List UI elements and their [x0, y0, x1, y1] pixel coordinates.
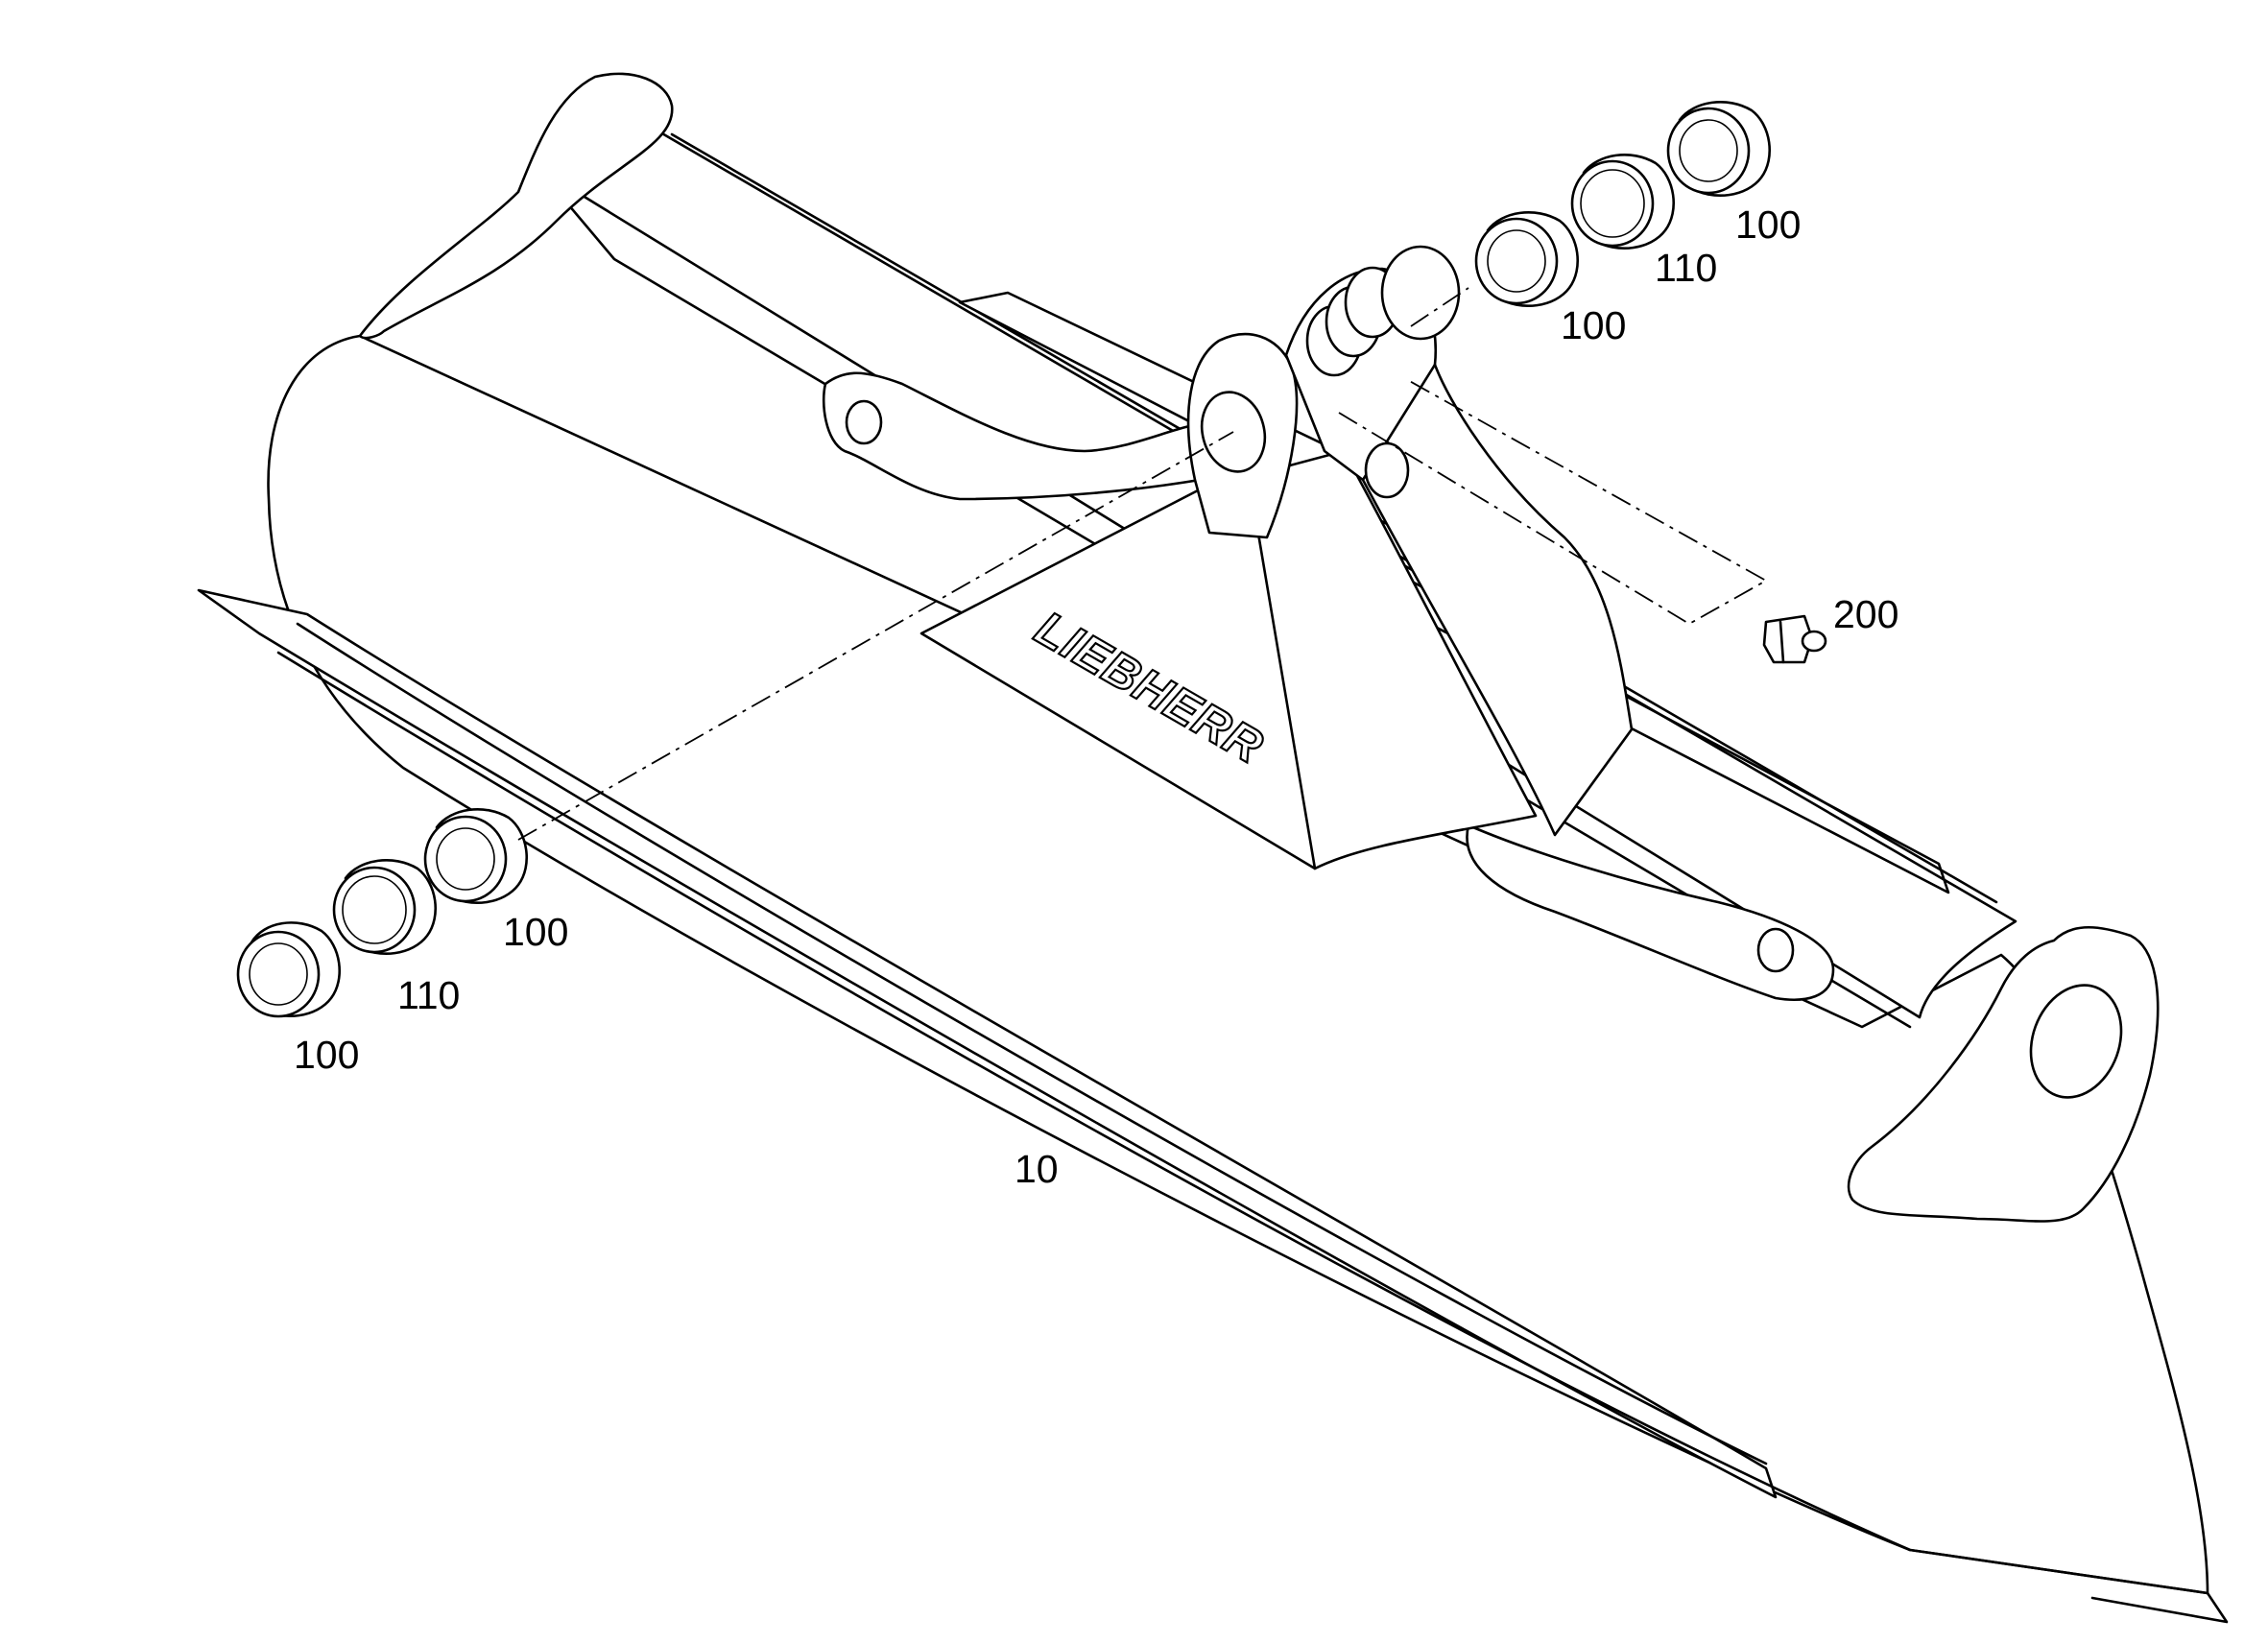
right-bushing-set — [1474, 100, 1772, 308]
callout-labels: 10 100 110 100 100 110 100 200 — [294, 203, 1898, 1191]
ear-bearing-4 — [1380, 245, 1461, 341]
left-bushing-inner-100 — [423, 807, 529, 905]
left-bushing-110 — [332, 858, 438, 956]
right-pin-axis — [1410, 287, 1469, 327]
bucket-cutting-lip — [197, 588, 1778, 1499]
right-support-plate — [1361, 363, 1634, 837]
cutting-edge-corner — [2090, 1591, 2229, 1624]
bucket-floor-edge — [296, 622, 1768, 1465]
left-bushing-set — [236, 807, 529, 1018]
callout-100-right-outer: 100 — [1735, 203, 1801, 247]
lower-linkage-hole — [1756, 927, 1795, 973]
callout-10: 10 — [1015, 1147, 1059, 1191]
center-mount-pad-ridge — [1255, 526, 1317, 870]
upper-linkage-hole — [845, 399, 883, 445]
support-plate-hole — [1364, 441, 1410, 499]
bucket-body: LIEBHERR — [197, 72, 2229, 1624]
left-side-plate — [358, 72, 674, 340]
assembly-lines — [517, 287, 1768, 841]
rear-rail — [1399, 574, 1950, 894]
callout-100-left-inner: 100 — [503, 910, 568, 954]
callout-200: 200 — [1833, 592, 1898, 636]
right-side-pin-hole — [2029, 984, 2123, 1099]
center-mount-pad — [919, 449, 1538, 870]
callout-100-right-inner: 100 — [1561, 303, 1626, 347]
left-pin-ear-bore — [1200, 391, 1267, 473]
callout-110-left: 110 — [397, 973, 460, 1017]
left-bushing-outer-100 — [236, 921, 342, 1018]
callout-100-left-outer: 100 — [294, 1033, 359, 1077]
right-bushing-110 — [1570, 153, 1676, 250]
right-bushing-inner-100 — [1474, 210, 1580, 308]
bucket-lower-edge — [276, 651, 2209, 1595]
callout-110-right: 110 — [1655, 246, 1717, 290]
grease-route — [1338, 378, 1768, 626]
grease-nipple-200 — [1762, 614, 1827, 664]
lower-linkage-arm — [1466, 823, 1835, 1001]
right-bushing-outer-100 — [1666, 100, 1772, 198]
